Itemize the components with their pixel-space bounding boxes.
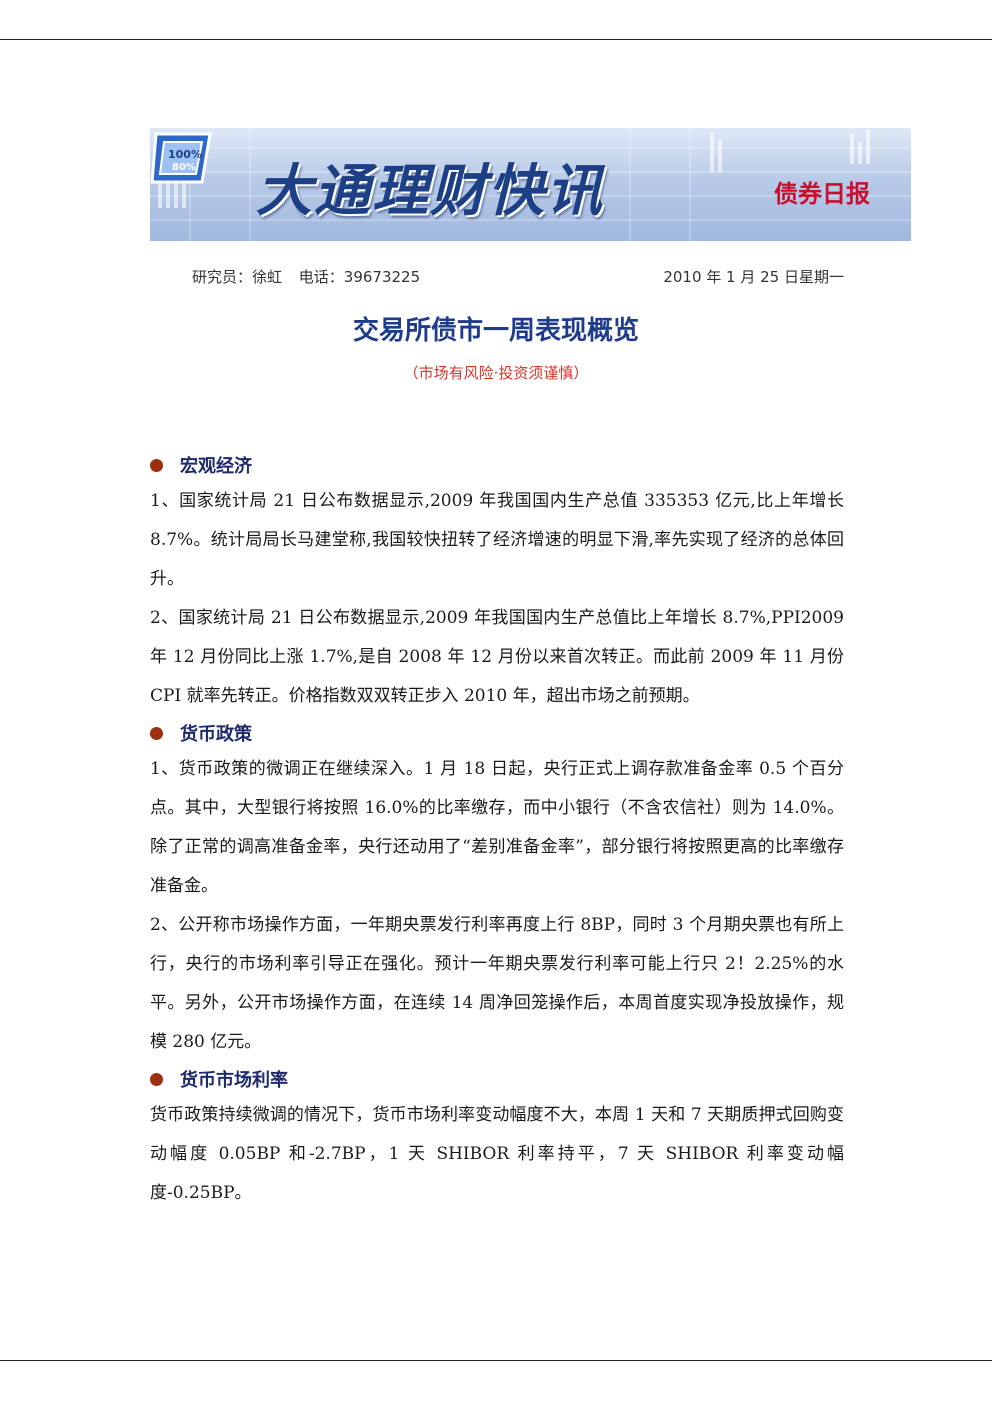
bond-daily-logo-icon: 100% 80% (150, 132, 212, 184)
svg-text:80%: 80% (172, 162, 196, 173)
section-money-market-rates: 货币市场利率 货币政策持续微调的情况下，货币市场利率变动幅度不大，本周 1 天和… (150, 1062, 844, 1213)
section-title: 货币市场利率 (180, 1070, 288, 1091)
bullet-icon (150, 458, 163, 472)
section-title: 货币政策 (180, 724, 252, 745)
header-banner: 大通理财快讯 100% 80% 债券日报 (150, 128, 911, 241)
document-title: 交易所债市一周表现概览 (352, 316, 639, 346)
section-heading: 宏观经济 (150, 448, 844, 482)
svg-text:100%: 100% (168, 148, 202, 161)
researcher: 研究员：徐虹 (192, 268, 283, 286)
section-title: 宏观经济 (180, 456, 252, 477)
paragraph: 2、国家统计局 21 日公布数据显示,2009 年我国国内生产总值比上年增长 8… (150, 608, 844, 706)
top-rule (0, 39, 992, 40)
brand-name: 债券日报 (774, 180, 870, 208)
byline: 研究员：徐虹 电话：39673225 2010 年 1 月 25 日星期一 (192, 266, 844, 287)
paragraph: 货币政策持续微调的情况下，货币市场利率变动幅度不大，本周 1 天和 7 天期质押… (150, 1105, 844, 1203)
section-heading: 货币政策 (150, 716, 844, 750)
bullet-icon (150, 1072, 163, 1086)
bottom-rule (0, 1360, 992, 1361)
risk-disclaimer: （市场有风险·投资须谨慎） (403, 364, 589, 382)
section-macro-economy: 宏观经济 1、国家统计局 21 日公布数据显示,2009 年我国国内生产总值 3… (150, 448, 844, 716)
bullet-icon (150, 726, 163, 740)
phone: 电话：39673225 (298, 268, 421, 286)
report-body: 宏观经济 1、国家统计局 21 日公布数据显示,2009 年我国国内生产总值 3… (150, 448, 844, 1213)
section-monetary-policy: 货币政策 1、货币政策的微调正在继续深入。1 月 18 日起，央行正式上调存款准… (150, 716, 844, 1062)
banner-title: 大通理财快讯 (256, 158, 604, 224)
paragraph: 1、货币政策的微调正在继续深入。1 月 18 日起，央行正式上调存款准备金率 0… (150, 759, 844, 896)
report-date: 2010 年 1 月 25 日星期一 (663, 268, 844, 286)
paragraph: 2、公开称市场操作方面，一年期央票发行利率再度上行 8BP，同时 3 个月期央票… (150, 915, 844, 1052)
section-heading: 货币市场利率 (150, 1062, 844, 1096)
author-info: 研究员：徐虹 电话：39673225 (192, 266, 420, 287)
paragraph: 1、国家统计局 21 日公布数据显示,2009 年我国国内生产总值 335353… (150, 491, 844, 589)
